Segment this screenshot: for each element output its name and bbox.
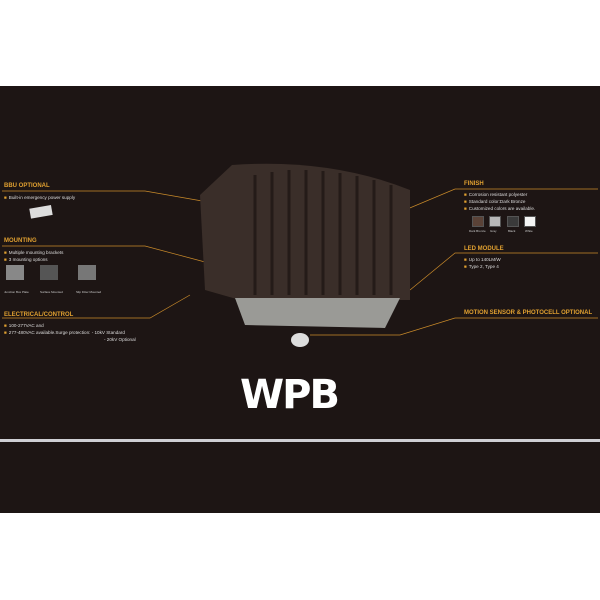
electrical-items: ■100-277VAC and■277-480VAC available.Sur…	[4, 323, 136, 342]
swatch-label: Black	[508, 229, 516, 233]
wpb-logo: WPB	[240, 372, 340, 418]
mount-option-label: Surface Mounted	[40, 290, 63, 294]
callout-lines	[2, 188, 598, 336]
mounting-title: MOUNTING	[4, 238, 37, 244]
swatch-gray	[489, 216, 501, 227]
swatch-dark-bronze	[472, 216, 484, 227]
mount-option-label: Junction Box Plate	[4, 290, 29, 294]
finish-items: ■Corrosion resistant polyester■Standard …	[464, 192, 536, 211]
bbu-item: ■Built-in emergency power supply	[4, 195, 76, 200]
led-title: LED MODULE	[464, 246, 504, 252]
led-items: ■Up to 140LM/W■Type 2, Type 4	[464, 257, 501, 269]
mounting-items: ■Multiple mounting brackets■3 mounting o…	[4, 250, 64, 262]
swatch-label: White	[525, 229, 533, 233]
swatch-label: Gray	[490, 229, 497, 233]
mount-option-label: Slip Fitter Mounted	[76, 290, 102, 294]
sensor-title: MOTION SENSOR & PHOTOCELL OPTIONAL	[464, 310, 593, 316]
divider	[0, 439, 600, 442]
motion-sensor	[291, 333, 309, 347]
swatch-label: Dark Bronze	[469, 229, 486, 233]
led-module	[235, 298, 400, 328]
swatch-white	[524, 216, 536, 227]
finish-title: FINISH	[464, 181, 484, 187]
electrical-title: ELECTRICAL/CONTROL	[4, 312, 74, 318]
swatch-black	[507, 216, 519, 227]
bbu-title: BBU OPTIONAL	[4, 183, 50, 189]
